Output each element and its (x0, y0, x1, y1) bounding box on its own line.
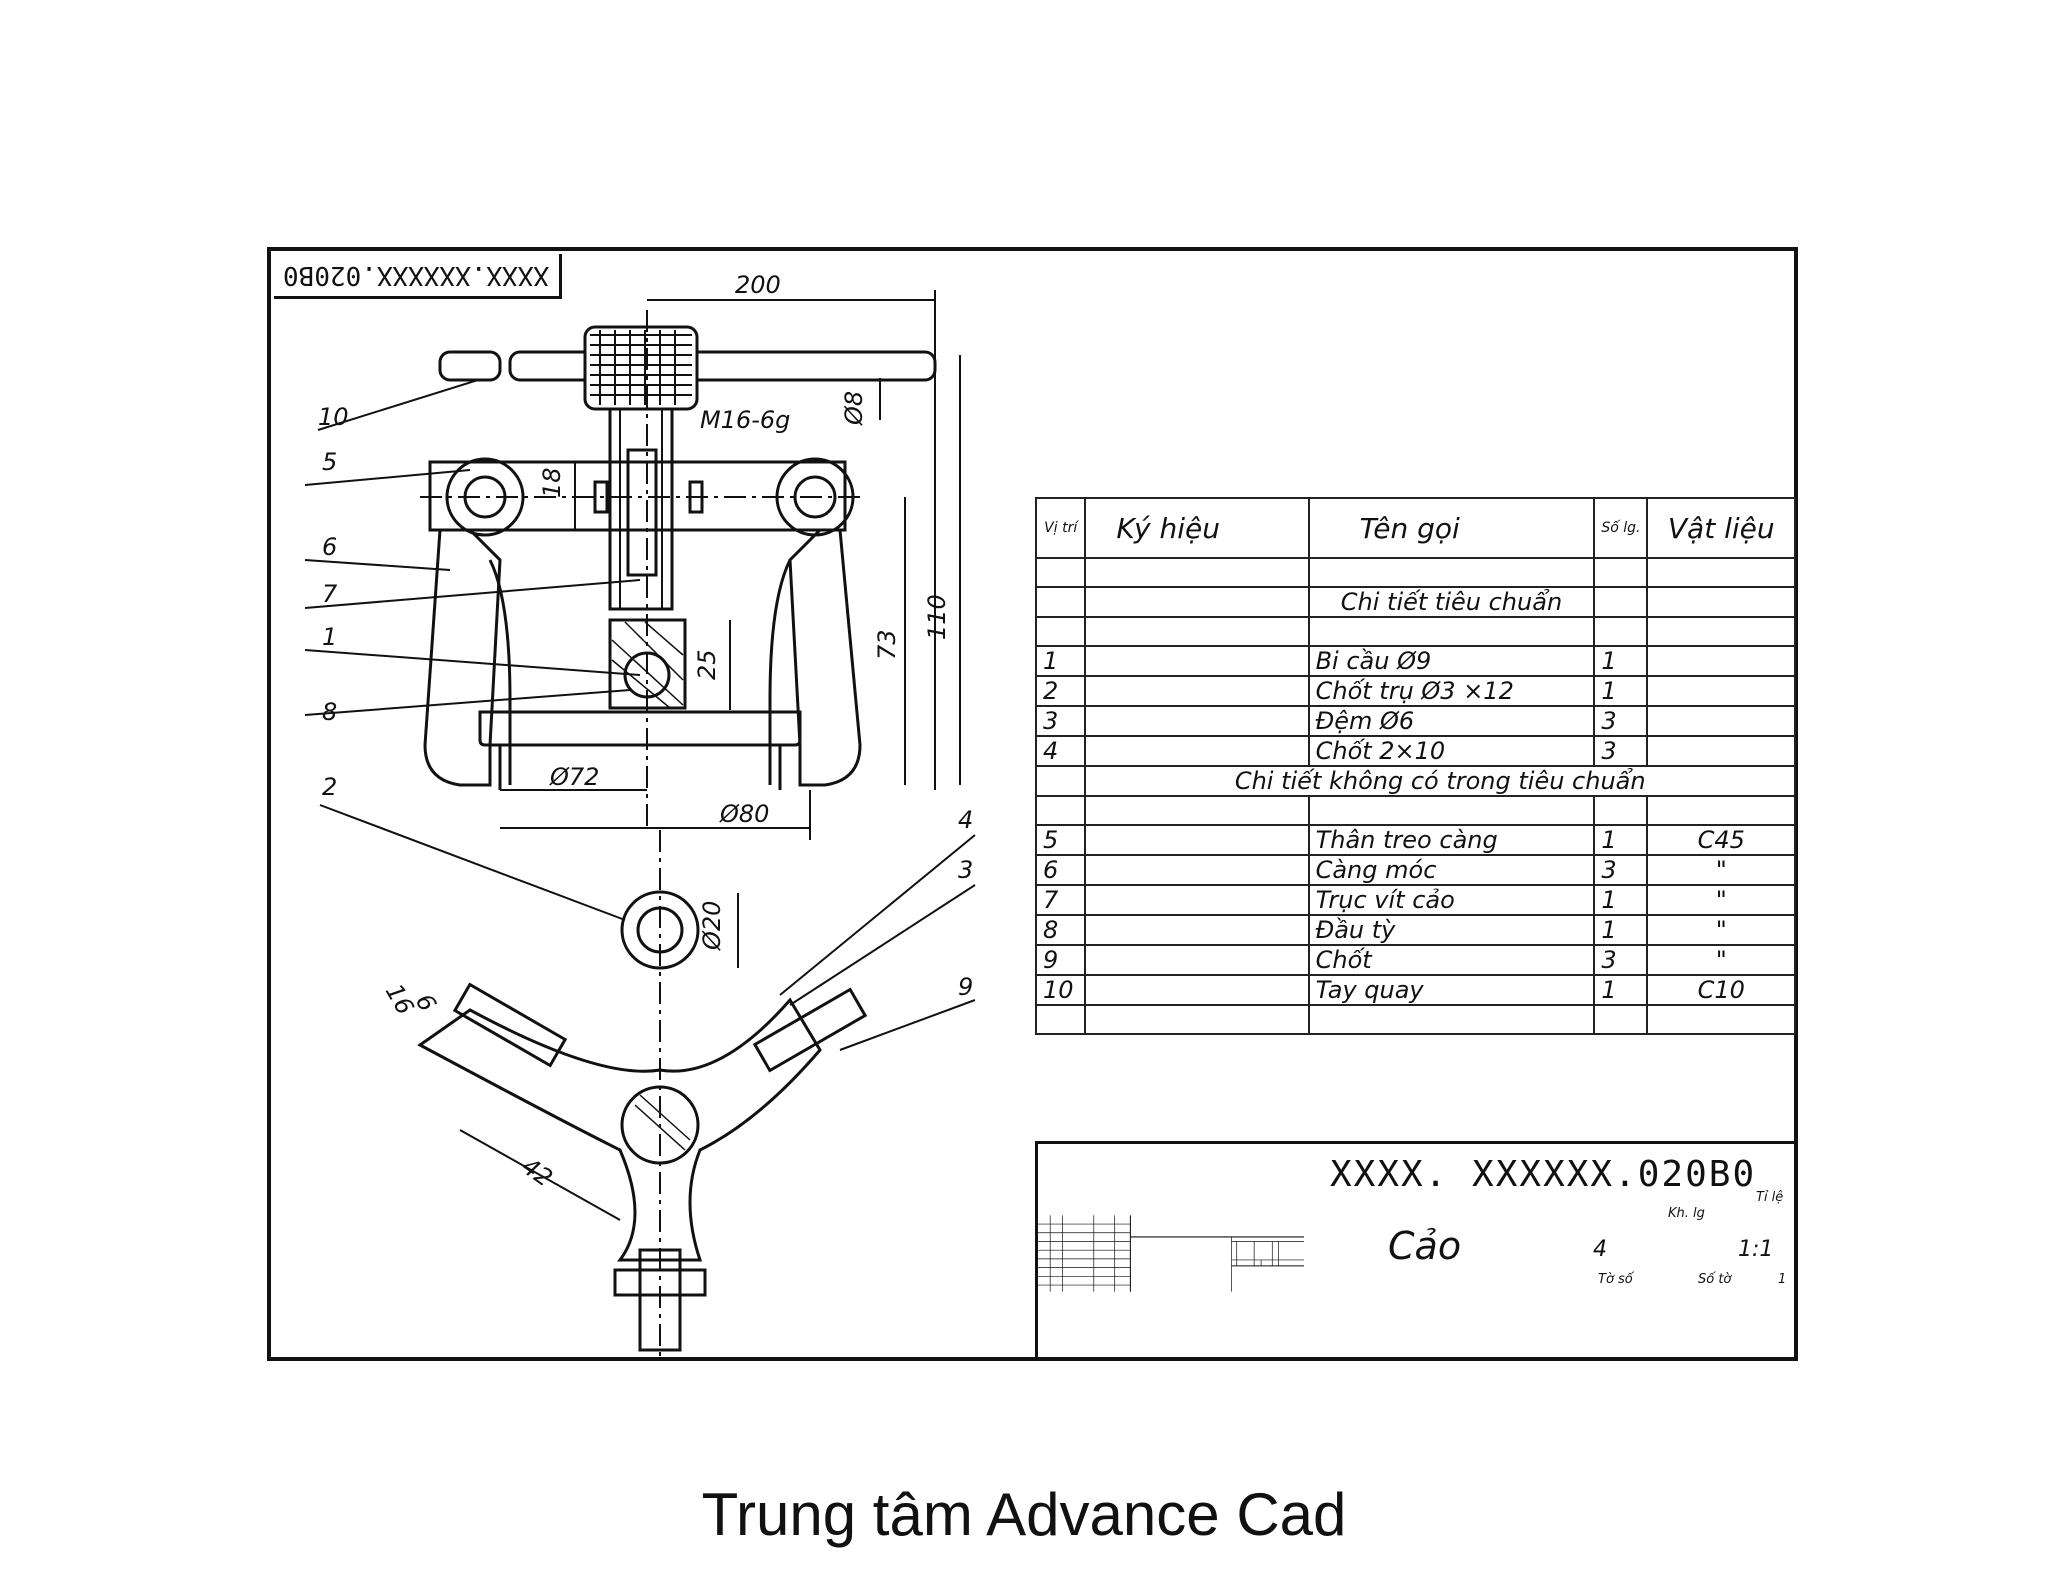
title-scale: 1:1 (1738, 1237, 1774, 1262)
dim-phi72: Ø72 (549, 763, 599, 791)
title-drawing-code: XXXX. XXXXXX.020B0 (1330, 1154, 1757, 1195)
dim-25: 25 (693, 649, 721, 680)
balloon-1: 1 (322, 623, 337, 651)
group-nonstandard-label: Chi tiết không có trong tiêu chuẩn (1084, 765, 1796, 797)
table-row (1034, 616, 1796, 647)
leader-lines (304, 379, 976, 1051)
dim-phi20: Ø20 (698, 901, 726, 951)
title-block-grid (1038, 1215, 1304, 1292)
drawing-sheet: XXXX.XXXXXX.020B0 (267, 247, 1798, 1361)
dim-42: 42 (517, 1152, 558, 1192)
header-symbol: Ký hiệu (1084, 497, 1310, 559)
group-standard-label: Chi tiết tiêu chuẩn (1307, 586, 1596, 618)
dim-73: 73 (873, 629, 901, 660)
balloon-3: 3 (958, 856, 973, 884)
header-material: Vật liệu (1646, 497, 1796, 559)
header-quantity: Số lg. (1593, 497, 1649, 559)
header-name: Tên gọi (1307, 497, 1596, 559)
label-sheet-count: Số tờ (1698, 1272, 1732, 1287)
table-row: Chi tiết không có trong tiêu chuẩn (1034, 765, 1796, 797)
dimension-lines (500, 290, 961, 968)
label-mass: Kh. lg (1668, 1206, 1705, 1221)
dim-110: 110 (923, 594, 951, 640)
label-sheet-number: Tờ số (1598, 1272, 1633, 1287)
dim-6: 6 (410, 989, 442, 1016)
title-quantity: 4 (1593, 1237, 1607, 1262)
balloon-6: 6 (322, 533, 337, 561)
table-row: Chi tiết tiêu chuẩn (1034, 586, 1796, 618)
title-part-name: Cảo (1388, 1224, 1462, 1268)
title-sheets: 1 (1778, 1272, 1787, 1287)
page-caption: Trung tâm Advance Cad (701, 1481, 1347, 1548)
dim-m16: M16-6g (700, 406, 790, 434)
balloon-7: 7 (322, 580, 338, 608)
dim-200: 200 (735, 271, 781, 299)
table-row (1034, 1004, 1796, 1035)
header-position: Vị trí (1034, 497, 1087, 559)
balloon-4: 4 (958, 806, 973, 834)
table-row (1034, 557, 1796, 588)
screw (608, 407, 674, 611)
table-row (1034, 795, 1796, 826)
dim-phi8: Ø8 (840, 391, 868, 426)
crossbar-body (420, 457, 860, 537)
balloon-10: 10 (318, 403, 349, 431)
balloon-2: 2 (322, 773, 337, 801)
hook-arms (423, 528, 862, 787)
balloon-5: 5 (322, 448, 337, 476)
label-scale: Tỉ lệ (1756, 1190, 1784, 1205)
tip-and-base (478, 310, 802, 830)
balloon-9: 9 (958, 973, 973, 1001)
dim-16: 16 (380, 979, 420, 1019)
balloon-8: 8 (322, 698, 337, 726)
dim-phi80: Ø80 (719, 800, 769, 828)
rotated-drawing-code: XXXX.XXXXXX.020B0 (274, 254, 562, 299)
parts-list-table: Vị trí Ký hiệu Tên gọi Số lg. Vật liệu C… (1034, 497, 1796, 1035)
title-block: XXXX. XXXXXX.020B0 Cảo 4 1:1 Tỉ lệ Kh. l… (1035, 1141, 1798, 1360)
handle-bar (438, 325, 937, 411)
dim-18: 18 (538, 467, 566, 498)
top-view (417, 830, 868, 1360)
